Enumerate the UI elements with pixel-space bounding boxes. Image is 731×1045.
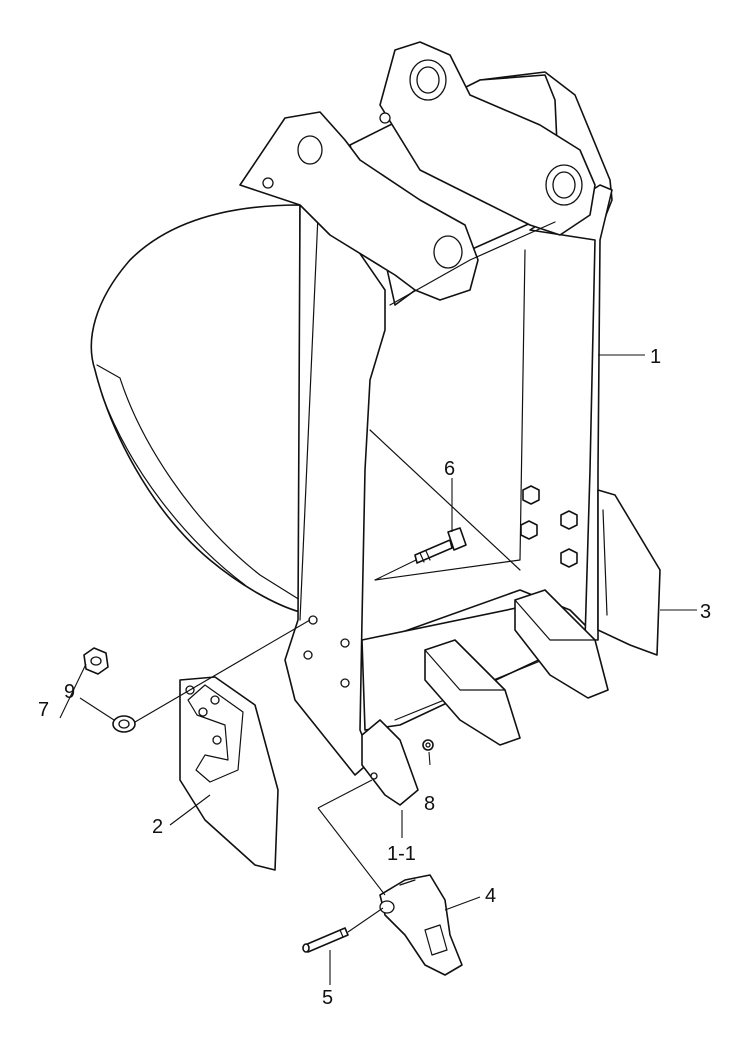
callout-6: 6 [444,458,455,480]
side-cutter-right [597,489,661,656]
callout-7: 7 [38,699,49,721]
tooth-pin [302,927,349,953]
bucket-teeth [361,589,609,806]
callout-3: 3 [700,601,711,623]
washer [112,715,136,733]
mounting-bracket-front [239,111,479,301]
callout-1-1: 1-1 [387,843,416,865]
callout-5: 5 [322,987,333,1009]
callout-8: 8 [424,793,435,815]
callout-1: 1 [650,346,661,368]
leader-lines [59,354,697,985]
bolt [414,527,467,564]
side-cutter-left [179,676,279,871]
callout-2: 2 [152,816,163,838]
lock-pin [422,739,434,751]
tooth-exploded [379,874,463,976]
nut [83,647,109,675]
callout-4: 4 [485,885,496,907]
callout-9: 9 [64,681,75,703]
side-bolts [520,485,578,568]
mounting-bracket-rear [379,41,596,236]
